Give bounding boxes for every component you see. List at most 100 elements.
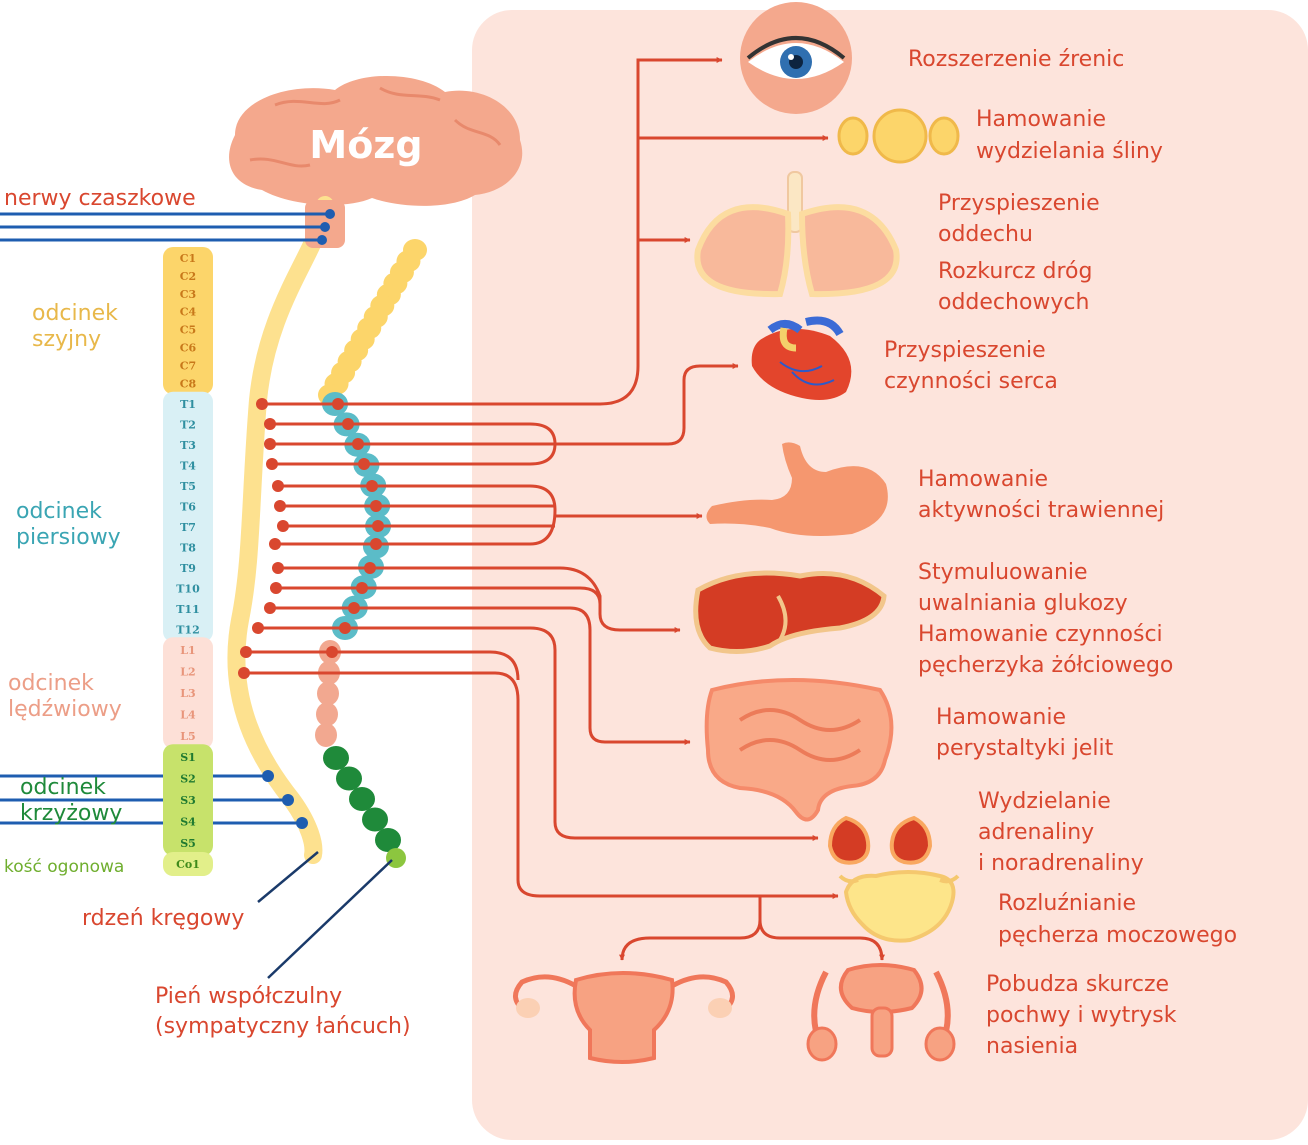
effect-heart-line-1: Przyspieszenie: [884, 338, 1046, 363]
vertebra-label: C8: [180, 377, 197, 390]
ganglion: [349, 787, 375, 811]
effect-eye: Rozszerzenie źrenic: [908, 47, 1124, 72]
ganglion: [317, 682, 339, 706]
effect-airways-line-1: Rozkurcz dróg: [938, 259, 1092, 284]
origin-dot: [240, 646, 252, 658]
effect-gallbladder-line-1: Hamowanie czynności: [918, 622, 1163, 647]
effect-bladder-line-1: Rozluźnianie: [998, 891, 1136, 916]
vertebra-label: T5: [180, 480, 196, 493]
effect-gallbladder-line-2: pęcherzyka żółciowego: [918, 653, 1173, 678]
effect-peristalsis-line-1: Hamowanie: [936, 705, 1066, 730]
vertebra-label: C7: [180, 359, 196, 372]
effect-bladder-line-2: pęcherza moczowego: [998, 923, 1237, 948]
origin-dot: [342, 418, 354, 430]
ganglion: [315, 723, 337, 747]
effect-airways-line-2: oddechowych: [938, 290, 1089, 315]
region-cervical-line-1: odcinek: [32, 301, 118, 326]
effect-saliva-line-1: Hamowanie: [976, 107, 1106, 132]
region-thoracic-line-1: odcinek: [16, 499, 102, 524]
vertebra-label: T10: [176, 583, 200, 596]
trunk-label: Pień współczulny (sympatyczny łańcuch): [155, 984, 411, 1039]
ganglion: [386, 848, 406, 868]
spinal-cord-label: rdzeń kręgowy: [82, 906, 244, 931]
effect-digestion-line-1: Hamowanie: [918, 467, 1048, 492]
vertebra-label: T3: [180, 439, 196, 452]
region-label-coccyx: kość ogonowa: [4, 857, 124, 877]
effect-reproduction-line-2: pochwy i wytrysk: [986, 1003, 1177, 1028]
spinal-cord-pointer: [258, 852, 318, 902]
region-lumbar-line-1: odcinek: [8, 671, 94, 696]
ganglion: [323, 746, 349, 770]
brain-label: Mózg: [309, 123, 422, 167]
origin-dot: [264, 438, 276, 450]
region-label-thoracic: odcinek piersiowy: [16, 499, 121, 550]
vertebra-label: C6: [180, 342, 197, 355]
region-sacral-line-2: krzyżowy: [20, 801, 122, 826]
effect-saliva-line-2: wydzielania śliny: [976, 139, 1163, 164]
vertebra-label: T7: [180, 521, 196, 534]
vertebra-label: Co1: [176, 858, 200, 871]
vertebra-label: C2: [180, 270, 196, 283]
origin-dot: [339, 622, 351, 634]
origin-dot: [326, 646, 338, 658]
ganglion: [316, 702, 338, 726]
vertebra-label: S5: [180, 837, 196, 850]
trunk-label-line-2: (sympatyczny łańcuch): [155, 1014, 411, 1039]
vertebra-label: S2: [180, 773, 196, 786]
origin-dot: [270, 582, 282, 594]
origin-dot: [277, 520, 289, 532]
effect-digestion-line-2: aktywności trawiennej: [918, 498, 1164, 523]
origin-dot: [269, 538, 281, 550]
effect-adrenal-line-2: adrenaliny: [978, 820, 1094, 845]
vertebra-column: C1C2C3C4C5C6C7C8T1T2T3T4T5T6T7T8T9T10T11…: [163, 247, 213, 876]
ganglion: [362, 808, 388, 832]
vertebra-label: T4: [180, 460, 196, 473]
vertebra-label: S4: [180, 816, 196, 829]
trunk-label-line-1: Pień współczulny: [155, 984, 342, 1009]
effect-breath-line-1: Przyspieszenie: [938, 191, 1100, 216]
vertebra-label: C5: [180, 324, 196, 337]
effect-reproduction-line-1: Pobudza skurcze: [986, 972, 1169, 997]
vertebra-label: T1: [180, 398, 196, 411]
vertebra-label: L1: [180, 644, 195, 657]
vertebra-label: C4: [180, 306, 197, 319]
origin-dot: [266, 458, 278, 470]
vertebra-label: T8: [180, 542, 196, 555]
vertebra-label: C3: [180, 288, 196, 301]
vertebra-label: L2: [180, 666, 195, 679]
origin-dot: [238, 667, 250, 679]
vertebra-label: L3: [180, 687, 195, 700]
region-cervical-line-2: szyjny: [32, 327, 101, 352]
region-label-sacral: odcinek krzyżowy: [20, 775, 122, 826]
vertebra-label: T9: [180, 562, 196, 575]
vertebra-label: S3: [180, 794, 196, 807]
vertebra-label: T6: [180, 501, 196, 514]
origin-dot: [352, 438, 364, 450]
effect-heart-line-2: czynności serca: [884, 369, 1058, 394]
vertebra-label: S1: [180, 751, 196, 764]
effect-eye-line-1: Rozszerzenie źrenic: [908, 47, 1124, 72]
region-thoracic-line-2: piersiowy: [16, 525, 121, 550]
vertebra-label: C1: [180, 252, 196, 265]
eye-illustration: [740, 2, 852, 114]
origin-dot: [256, 398, 268, 410]
region-lumbar-line-2: lędźwiowy: [8, 697, 122, 722]
sympathetic-trunk: [315, 239, 427, 868]
region-label-lumbar: odcinek lędźwiowy: [8, 671, 122, 722]
effect-glucose-line-1: Stymuluowanie: [918, 560, 1088, 585]
origin-dot: [356, 582, 368, 594]
origin-dot: [264, 602, 276, 614]
vertebra-label: L5: [180, 730, 195, 743]
origin-dot: [366, 480, 378, 492]
ganglion: [336, 767, 362, 791]
vertebra-label: T11: [176, 603, 200, 616]
effect-breath-line-2: oddechu: [938, 222, 1033, 247]
region-sacral-line-1: odcinek: [20, 775, 106, 800]
origin-dot: [372, 520, 384, 532]
origin-dot: [272, 480, 284, 492]
origin-dot: [252, 622, 264, 634]
origin-dot: [370, 500, 382, 512]
salivary-glands-illustration: [839, 110, 958, 162]
